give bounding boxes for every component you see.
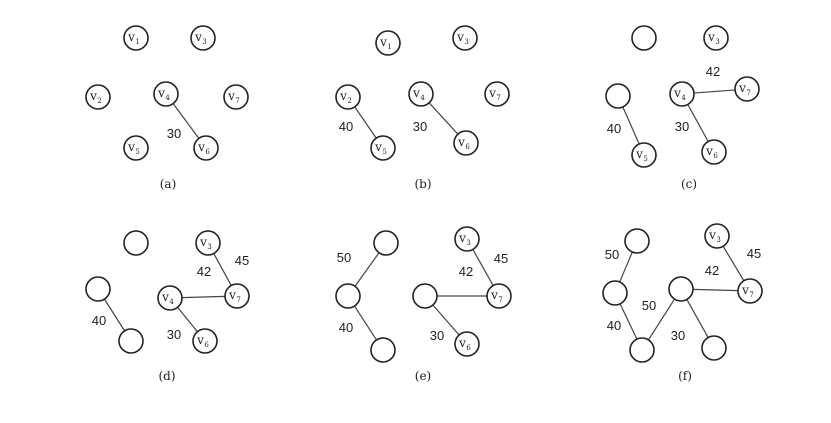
graph-vertex: v5 xyxy=(370,135,396,161)
edge xyxy=(686,299,709,338)
graph-vertex xyxy=(624,228,650,254)
edge xyxy=(181,295,226,299)
edge xyxy=(693,89,736,94)
edge xyxy=(687,104,709,142)
panel-a: 30 v1 v3 v2 v4 v7 v5 v6 (a) xyxy=(85,25,249,191)
graph-vertex xyxy=(701,335,727,361)
graph-vertex: v3 xyxy=(452,25,478,51)
graph-vertex: v7 xyxy=(737,278,763,304)
edge-weight: 50 xyxy=(642,298,656,313)
panel-c: 40 30 42 v3 v4 v7 v5 v6 (c) xyxy=(605,25,760,191)
graph-vertex: v1 xyxy=(375,30,401,56)
graph-vertex: v6 xyxy=(453,130,479,156)
graph-vertex: v7 xyxy=(223,84,249,110)
graph-vertex: v1 xyxy=(123,25,149,51)
panel-caption: (e) xyxy=(415,369,431,383)
graph-vertex: v3 xyxy=(703,25,729,51)
panel-caption: (f) xyxy=(678,369,692,383)
graph-vertex: v4 xyxy=(157,285,183,311)
graph-vertex: v4 xyxy=(669,81,695,107)
edge-weight: 45 xyxy=(494,251,508,266)
graph-vertex: v3 xyxy=(190,25,216,51)
graph-vertex xyxy=(605,83,631,109)
panel-caption: (a) xyxy=(160,177,177,191)
edge xyxy=(472,249,494,286)
graph-vertex xyxy=(370,337,396,363)
edge xyxy=(172,103,200,139)
panel-caption: (c) xyxy=(681,177,697,191)
graph-vertex: v7 xyxy=(224,283,250,309)
edge xyxy=(647,298,676,341)
edge-weight: 30 xyxy=(167,126,181,141)
edge xyxy=(619,251,633,283)
edge-weight: 40 xyxy=(92,313,106,328)
graph-vertex: v3 xyxy=(195,230,221,256)
edge-weight: 40 xyxy=(607,121,621,136)
edge xyxy=(428,102,459,135)
edge-weight: 30 xyxy=(430,328,444,343)
graph-vertex xyxy=(668,276,694,302)
edge-weight: 50 xyxy=(337,250,351,265)
edge xyxy=(354,252,380,287)
graph-vertex: v4 xyxy=(153,81,179,107)
graph-vertex: v3 xyxy=(704,223,730,249)
graph-vertex: v4 xyxy=(408,81,434,107)
graph-vertex: v7 xyxy=(486,283,512,309)
graph-vertex xyxy=(629,337,655,363)
graph-vertex xyxy=(85,276,111,302)
edge-weight: 50 xyxy=(605,247,619,262)
graph-vertex: v2 xyxy=(85,84,111,110)
edge-weight: 45 xyxy=(235,253,249,268)
edge xyxy=(622,106,640,145)
panel-caption: (d) xyxy=(158,369,175,383)
edge-weight: 30 xyxy=(671,328,685,343)
graph-vertex: v7 xyxy=(734,76,760,102)
edge-weight: 42 xyxy=(706,64,720,79)
panel-b: 40 30 v1 v3 v2 v4 v7 v5 v6 (b) xyxy=(335,25,510,191)
graph-vertex: v6 xyxy=(193,135,219,161)
graph-vertex: v6 xyxy=(454,331,480,357)
edge xyxy=(354,106,377,139)
edge-weight: 42 xyxy=(705,263,719,278)
graph-vertex xyxy=(602,280,628,306)
graph-vertex xyxy=(335,283,361,309)
graph-vertex: v6 xyxy=(701,139,727,165)
edge-weight: 45 xyxy=(747,246,761,261)
edge xyxy=(432,304,460,336)
edge xyxy=(103,298,126,332)
edge-weight: 40 xyxy=(607,318,621,333)
panel-f: 50 40 50 30 42 45 v3 v7 (f) xyxy=(602,223,763,383)
edge-weight: 40 xyxy=(339,119,353,134)
graph-vertex: v6 xyxy=(192,328,218,354)
graph-vertex: v5 xyxy=(631,142,657,168)
edge-weight: 42 xyxy=(459,264,473,279)
graph-vertex xyxy=(631,25,657,51)
graph-vertex xyxy=(412,283,438,309)
edge xyxy=(213,253,232,286)
edge-weight: 30 xyxy=(413,119,427,134)
graph-vertex: v5 xyxy=(123,135,149,161)
panel-caption: (b) xyxy=(414,177,431,191)
edge xyxy=(619,303,638,340)
graph-vertex: v3 xyxy=(454,226,480,252)
graph-vertex xyxy=(123,230,149,256)
edge-weight: 40 xyxy=(339,320,353,335)
graph-vertex: v7 xyxy=(484,81,510,107)
graph-vertex: v2 xyxy=(335,84,361,110)
edge-weight: 30 xyxy=(167,327,181,342)
edge xyxy=(692,288,739,292)
edge xyxy=(722,245,745,282)
edge xyxy=(177,306,198,333)
graph-vertex xyxy=(373,230,399,256)
edge-weight: 42 xyxy=(197,264,211,279)
edge xyxy=(354,305,377,341)
edge-weight: 30 xyxy=(675,119,689,134)
graph-vertex xyxy=(118,328,144,354)
